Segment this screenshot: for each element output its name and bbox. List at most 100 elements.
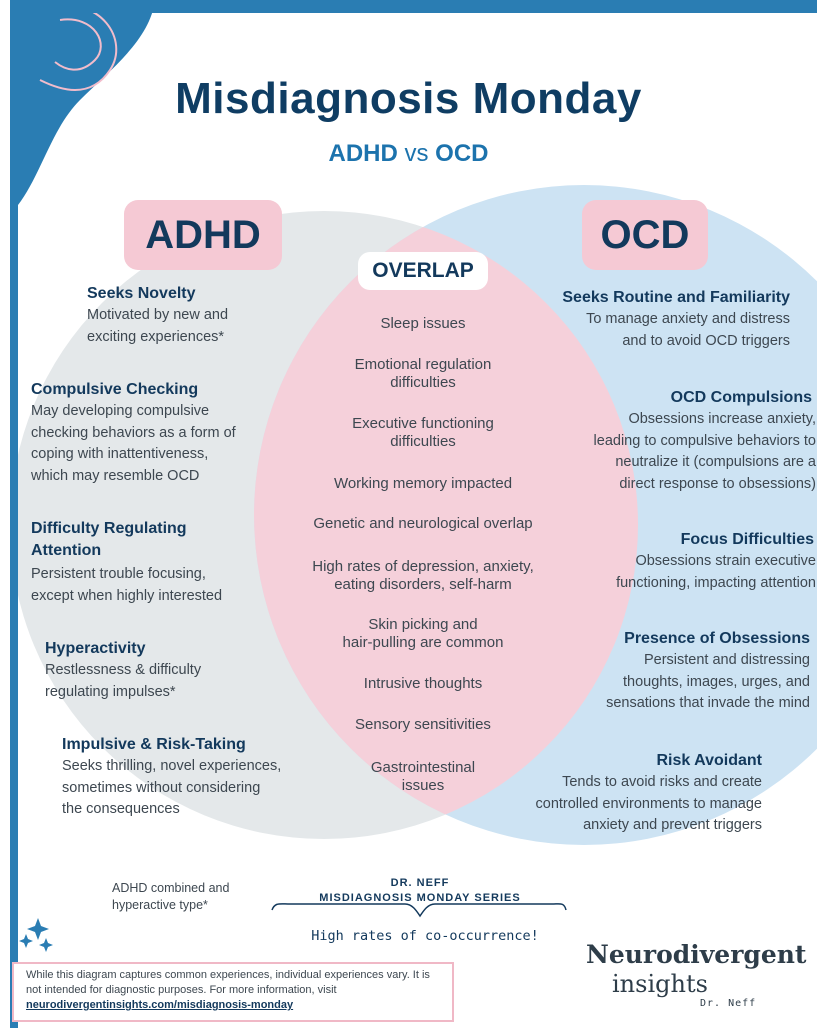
overlap-item: Executive functioning difficulties: [282, 415, 564, 451]
adhd-item-difficulty-regulating: Difficulty Regulating Attention Persiste…: [31, 518, 281, 607]
adhd-item-heading-cont: Attention: [31, 542, 102, 559]
adhd-item-line: which may resemble OCD: [31, 467, 200, 484]
overlap-item: Intrusive thoughts: [282, 675, 564, 693]
overlap-item: Genetic and neurological overlap: [282, 515, 564, 533]
overlap-item-line: hair-pulling are common: [342, 634, 504, 651]
ocd-item-heading: Risk Avoidant: [656, 752, 763, 769]
overlap-item: Emotional regulation difficulties: [282, 356, 564, 392]
ocd-item-line: Obsessions increase anxiety,: [628, 411, 816, 427]
overlap-item: Sleep issues: [282, 315, 564, 333]
adhd-item-line: regulating impulses*: [45, 683, 176, 700]
ocd-item-line: neutralize it (compulsions are a: [615, 454, 816, 470]
sparkles-icon: [19, 918, 53, 952]
ocd-item-line: Obsessions strain executive: [635, 553, 816, 569]
overlap-region: [254, 211, 638, 839]
ocd-item-heading: OCD Compulsions: [670, 389, 812, 406]
ocd-item-line: To manage anxiety and distress: [586, 311, 790, 327]
ocd-item-compulsions: OCD Compulsions Obsessions increase anxi…: [540, 387, 816, 495]
adhd-badge: ADHD: [124, 200, 282, 270]
series-author: DR. NEFF: [390, 877, 450, 889]
overlap-item-line: eating disorders, self-harm: [334, 576, 512, 593]
ocd-item-seeks-routine: Seeks Routine and Familiarity To manage …: [500, 287, 790, 352]
adhd-item-line: Motivated by new and: [87, 307, 229, 323]
adhd-item-heading: Difficulty Regulating: [31, 520, 187, 537]
adhd-item-heading: Seeks Novelty: [87, 285, 196, 302]
overlap-item-line: Executive functioning: [352, 415, 494, 432]
adhd-item-line: checking behaviors as a form of: [31, 424, 236, 441]
overlap-item-line: issues: [401, 777, 445, 794]
overlap-item-line: difficulties: [390, 433, 456, 450]
ocd-item-line: and to avoid OCD triggers: [622, 332, 790, 349]
ocd-item-risk-avoidant: Risk Avoidant Tends to avoid risks and c…: [470, 750, 763, 837]
adhd-item-line: Persistent trouble focusing,: [31, 566, 206, 582]
ocd-item-line: leading to compulsive behaviors to: [593, 432, 816, 449]
overlap-item-line: Sensory sensitivities: [355, 716, 491, 733]
adhd-item-line: the consequences: [62, 801, 180, 817]
brand-logo-line2: insights: [612, 970, 708, 998]
series-bracket: [271, 903, 567, 918]
ocd-item-line: controlled environments to manage: [535, 795, 763, 812]
subtitle-vs: vs: [404, 140, 429, 167]
subtitle-right: OCD: [435, 140, 489, 167]
ocd-item-line: Tends to avoid risks and create: [562, 774, 762, 790]
disclaimer-link[interactable]: neurodivergentinsights.com/misdiagnosis-…: [26, 999, 294, 1011]
adhd-item-line: except when highly interested: [31, 587, 223, 604]
overlap-item-line: High rates of depression, anxiety,: [312, 558, 534, 575]
adhd-item-compulsive-checking: Compulsive Checking May developing compu…: [31, 379, 291, 487]
footnote-line: ADHD combined and: [112, 881, 230, 895]
adhd-item-hyperactivity: Hyperactivity Restlessness & difficulty …: [45, 638, 265, 703]
overlap-item-line: Working memory impacted: [333, 475, 513, 492]
ocd-item-obsessions: Presence of Obsessions Persistent and di…: [550, 628, 810, 715]
ocd-item-heading: Seeks Routine and Familiarity: [562, 289, 790, 306]
ocd-item-line: anxiety and prevent triggers: [583, 817, 762, 833]
adhd-item-line: sometimes without considering: [62, 779, 261, 796]
corner-blob: [14, 0, 155, 210]
overlap-item: Gastrointestinal issues: [282, 759, 564, 795]
adhd-item-impulsive: Impulsive & Risk-Taking Seeks thrilling,…: [62, 734, 332, 821]
overlap-item-line: difficulties: [390, 374, 456, 391]
page-subtitle: ADHD vs OCD: [0, 140, 817, 168]
adhd-item-line: May developing compulsive: [31, 403, 210, 419]
ocd-item-line: thoughts, images, urges, and: [622, 673, 810, 690]
adhd-item-line: coping with inattentiveness,: [31, 446, 209, 462]
series-tagline: High rates of co-occurrence!: [311, 928, 539, 944]
corner-contour-inner: [54, 18, 102, 71]
overlap-item: Sensory sensitivities: [282, 716, 564, 734]
ocd-item-line: direct response to obsessions): [619, 475, 816, 492]
overlap-item-line: Emotional regulation: [354, 356, 492, 373]
adhd-item-heading: Impulsive & Risk-Taking: [62, 736, 246, 753]
series-name: MISDIAGNOSIS MONDAY SERIES: [319, 892, 521, 904]
disclaimer-box: While this diagram captures common exper…: [12, 962, 454, 1022]
footnote-line: hyperactive type*: [112, 898, 208, 912]
subtitle-left: ADHD: [328, 140, 398, 167]
page-title: Misdiagnosis Monday: [175, 74, 642, 123]
ocd-item-line: functioning, impacting attention: [616, 574, 816, 591]
adhd-item-line: Seeks thrilling, novel experiences,: [62, 758, 282, 774]
adhd-item-line: Restlessness & difficulty: [45, 662, 202, 678]
overlap-item-line: Sleep issues: [380, 315, 466, 332]
adhd-item-seeks-novelty: Seeks Novelty Motivated by new and excit…: [87, 283, 287, 348]
brand-logo-line1: Neurodivergent: [586, 940, 807, 969]
adhd-item-line: exciting experiences*: [87, 328, 225, 345]
adhd-item-heading: Compulsive Checking: [31, 381, 199, 398]
ocd-item-line: Persistent and distressing: [643, 652, 810, 668]
disclaimer-text: While this diagram captures common exper…: [26, 969, 430, 996]
ocd-item-line: sensations that invade the mind: [606, 695, 810, 711]
adhd-item-heading: Hyperactivity: [45, 640, 146, 657]
overlap-item-line: Gastrointestinal: [370, 759, 476, 776]
ocd-item-heading: Presence of Obsessions: [624, 630, 810, 647]
frame-left-border: [10, 0, 18, 1028]
overlap-item-line: Skin picking and: [368, 616, 478, 633]
overlap-item-line: Genetic and neurological overlap: [313, 515, 533, 532]
overlap-item: Working memory impacted: [282, 475, 564, 493]
overlap-item: High rates of depression, anxiety, eatin…: [282, 558, 564, 594]
brand-logo-signature: Dr. Neff: [700, 998, 757, 1009]
ocd-item-focus: Focus Difficulties Obsessions strain exe…: [556, 529, 816, 594]
overlap-item: Skin picking and hair-pulling are common: [282, 616, 564, 652]
frame-top-border: [14, 0, 817, 13]
ocd-item-heading: Focus Difficulties: [680, 531, 814, 548]
adhd-footnote: ADHD combined and hyperactive type*: [108, 878, 254, 916]
ocd-badge: OCD: [582, 200, 708, 270]
series-title: DR. NEFF MISDIAGNOSIS MONDAY SERIES: [270, 876, 570, 906]
